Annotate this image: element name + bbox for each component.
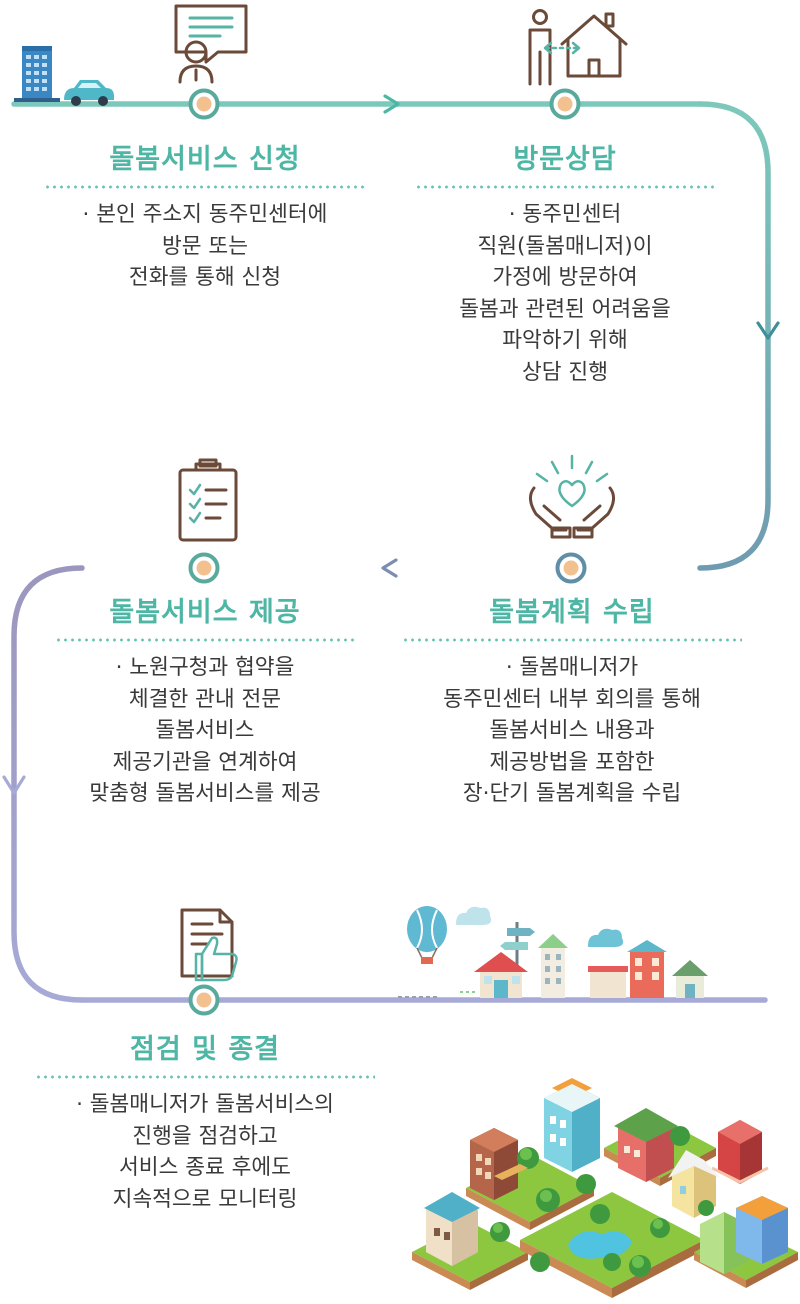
step-4-service-provision: 돌봄서비스 제공 · 노원구청과 협약을 체결한 관내 전문 돌봄서비스 제공기… xyxy=(40,596,370,810)
dotted-divider xyxy=(55,638,355,642)
step-5-review-closure: 점검 및 종결 · 돌봄매니저가 돌봄서비스의 진행을 점검하고 서비스 종료 … xyxy=(30,1033,380,1215)
dotted-divider xyxy=(402,638,742,642)
home-visit-icon xyxy=(528,9,628,86)
isometric-town-illustration xyxy=(412,1078,798,1298)
arrow-down-left-icon xyxy=(2,775,26,795)
step-title: 돌봄계획 수립 xyxy=(489,597,655,628)
description-line: 제공방법을 포함한 xyxy=(489,749,655,775)
step-description: · 노원구청과 협약을 체결한 관내 전문 돌봄서비스 제공기관을 연계하여 맞… xyxy=(40,652,370,810)
step-title: 점검 및 종결 xyxy=(130,1034,280,1065)
step-2-home-visit-consultation: 방문상담 · 동주민센터 직원(돌봄매니저)이 가정에 방문하여 돌봄과 관련된… xyxy=(400,143,730,388)
node-step-5 xyxy=(188,984,220,1016)
node-step-1 xyxy=(188,88,220,120)
town-scene-illustration xyxy=(398,906,708,998)
description-line: · 본인 주소지 동주민센터에 xyxy=(82,202,328,227)
description-line: 제공기관을 연계하여 xyxy=(112,749,298,775)
arrow-left-icon xyxy=(381,558,398,578)
step-1-application: 돌봄서비스 신청 · 본인 주소지 동주민센터에 방문 또는 전화를 통해 신청 xyxy=(40,143,370,294)
description-line: · 노원구청과 협약을 xyxy=(115,655,295,680)
description-line: 동주민센터 내부 회의를 통해 xyxy=(443,686,701,712)
description-line: 돌봄과 관련된 어려움을 xyxy=(459,296,671,322)
step-3-care-plan: 돌봄계획 수립 · 돌봄매니저가 동주민센터 내부 회의를 통해 돌봄서비스 내… xyxy=(398,596,746,810)
description-line: · 돌봄매니저가 xyxy=(505,655,639,680)
step-title: 돌봄서비스 제공 xyxy=(109,597,301,628)
building-car-icon xyxy=(14,46,114,106)
description-line: 직원(돌봄매니저)이 xyxy=(477,233,653,259)
caring-hands-heart-icon xyxy=(529,454,615,539)
description-line: 가정에 방문하여 xyxy=(492,265,638,290)
description-line: · 동주민센터 xyxy=(508,202,622,227)
description-line: 서비스 종료 후에도 xyxy=(119,1155,291,1180)
dotted-divider xyxy=(35,1075,375,1079)
step-description: · 돌봄매니저가 동주민센터 내부 회의를 통해 돌봄서비스 내용과 제공방법을… xyxy=(398,652,746,810)
description-line: 장·단기 돌봄계획을 수립 xyxy=(462,781,682,806)
description-line: 맞춤형 돌봄서비스를 제공 xyxy=(89,781,321,806)
description-line: · 돌봄매니저가 돌봄서비스의 xyxy=(76,1092,334,1117)
description-line: 돌봄서비스 내용과 xyxy=(489,718,655,743)
flow-nodes xyxy=(188,88,587,1016)
step-title: 방문상담 xyxy=(513,144,617,175)
dotted-divider xyxy=(44,185,366,189)
description-line: 지속적으로 모니터링 xyxy=(112,1186,298,1212)
description-line: 전화를 통해 신청 xyxy=(128,265,282,290)
arrow-right-icon xyxy=(383,94,400,114)
step-description: · 돌봄매니저가 돌봄서비스의 진행을 점검하고 서비스 종료 후에도 지속적으… xyxy=(30,1089,380,1215)
consultation-speech-icon xyxy=(174,4,248,84)
node-step-4 xyxy=(188,552,220,584)
checklist-clipboard-icon xyxy=(178,458,238,542)
node-step-2 xyxy=(549,88,581,120)
description-line: 진행을 점검하고 xyxy=(132,1123,278,1149)
description-line: 체결한 관내 전문 xyxy=(128,686,282,712)
description-line: 방문 또는 xyxy=(162,233,248,259)
step-description: · 본인 주소지 동주민센터에 방문 또는 전화를 통해 신청 xyxy=(40,199,370,294)
description-line: 돌봄서비스 xyxy=(155,718,255,743)
document-thumbs-up-icon xyxy=(180,908,238,982)
flow-arrows xyxy=(2,94,780,795)
step-title: 돌봄서비스 신청 xyxy=(109,144,301,175)
dotted-divider xyxy=(415,185,715,189)
description-line: 파악하기 위해 xyxy=(502,328,628,353)
description-line: 상담 진행 xyxy=(522,359,608,385)
step-description: · 동주민센터 직원(돌봄매니저)이 가정에 방문하여 돌봄과 관련된 어려움을… xyxy=(400,199,730,388)
node-step-3 xyxy=(555,552,587,584)
path-segment-left-curve xyxy=(11,565,85,1003)
arrow-down-icon xyxy=(756,321,780,340)
